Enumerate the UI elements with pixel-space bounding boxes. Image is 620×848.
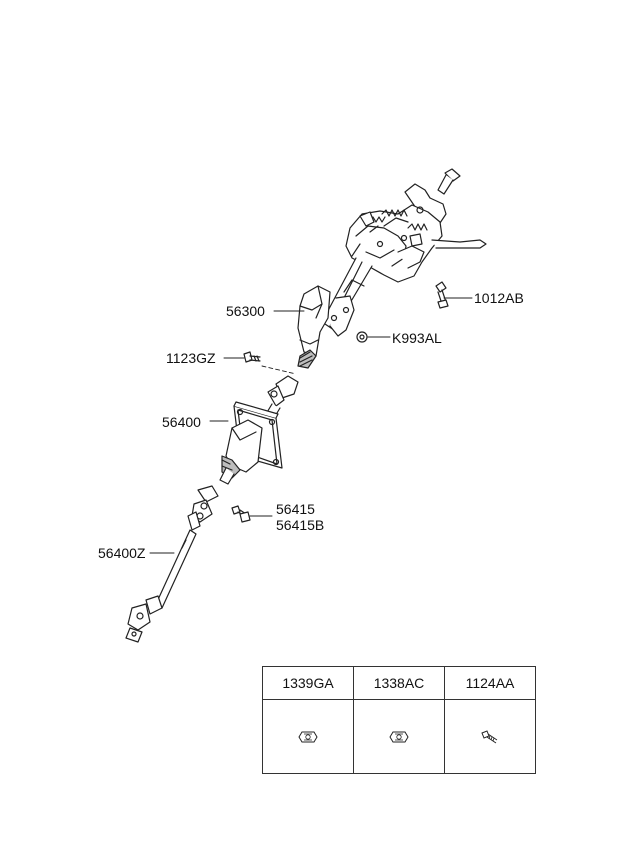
universal-joint-bottom xyxy=(125,595,163,643)
callout-k993al: K993AL xyxy=(392,330,442,346)
callout-56415: 56415 xyxy=(276,501,315,517)
hex-nut-icon xyxy=(298,731,318,742)
motor-housing xyxy=(219,419,263,485)
callout-56400z: 56400Z xyxy=(98,545,146,561)
steering-shaft-tip xyxy=(437,168,461,195)
column-upper-housing xyxy=(345,183,487,283)
parts-table-cell-3 xyxy=(445,700,535,773)
callout-1123gz: 1123GZ xyxy=(166,350,216,366)
callout-56300: 56300 xyxy=(226,303,265,319)
bolt-1123gz xyxy=(243,351,261,363)
intermediate-shaft xyxy=(155,529,197,609)
callout-56415b: 56415B xyxy=(276,517,325,533)
callout-56400: 56400 xyxy=(162,414,201,430)
parts-table-cell-2 xyxy=(354,700,445,773)
leader-lines xyxy=(149,297,473,554)
centre-line xyxy=(261,365,297,375)
parts-table-header-3: 1124AA xyxy=(445,667,535,700)
column-shaft-end xyxy=(297,349,317,369)
bolt-icon xyxy=(481,729,498,743)
universal-joint-lower xyxy=(187,485,219,531)
parts-table: 1339GA 1338AC 1124AA xyxy=(262,666,536,774)
column-lower-bracket xyxy=(297,285,355,357)
nut-k993al xyxy=(356,331,368,343)
parts-table-header-1: 1339GA xyxy=(263,667,354,700)
bolt-56415 xyxy=(231,505,251,523)
bolt-1012ab xyxy=(435,281,449,309)
hex-nut-icon xyxy=(389,731,409,742)
parts-table-cell-1 xyxy=(263,700,354,773)
callout-1012ab: 1012AB xyxy=(474,290,524,306)
parts-table-header-2: 1338AC xyxy=(354,667,445,700)
